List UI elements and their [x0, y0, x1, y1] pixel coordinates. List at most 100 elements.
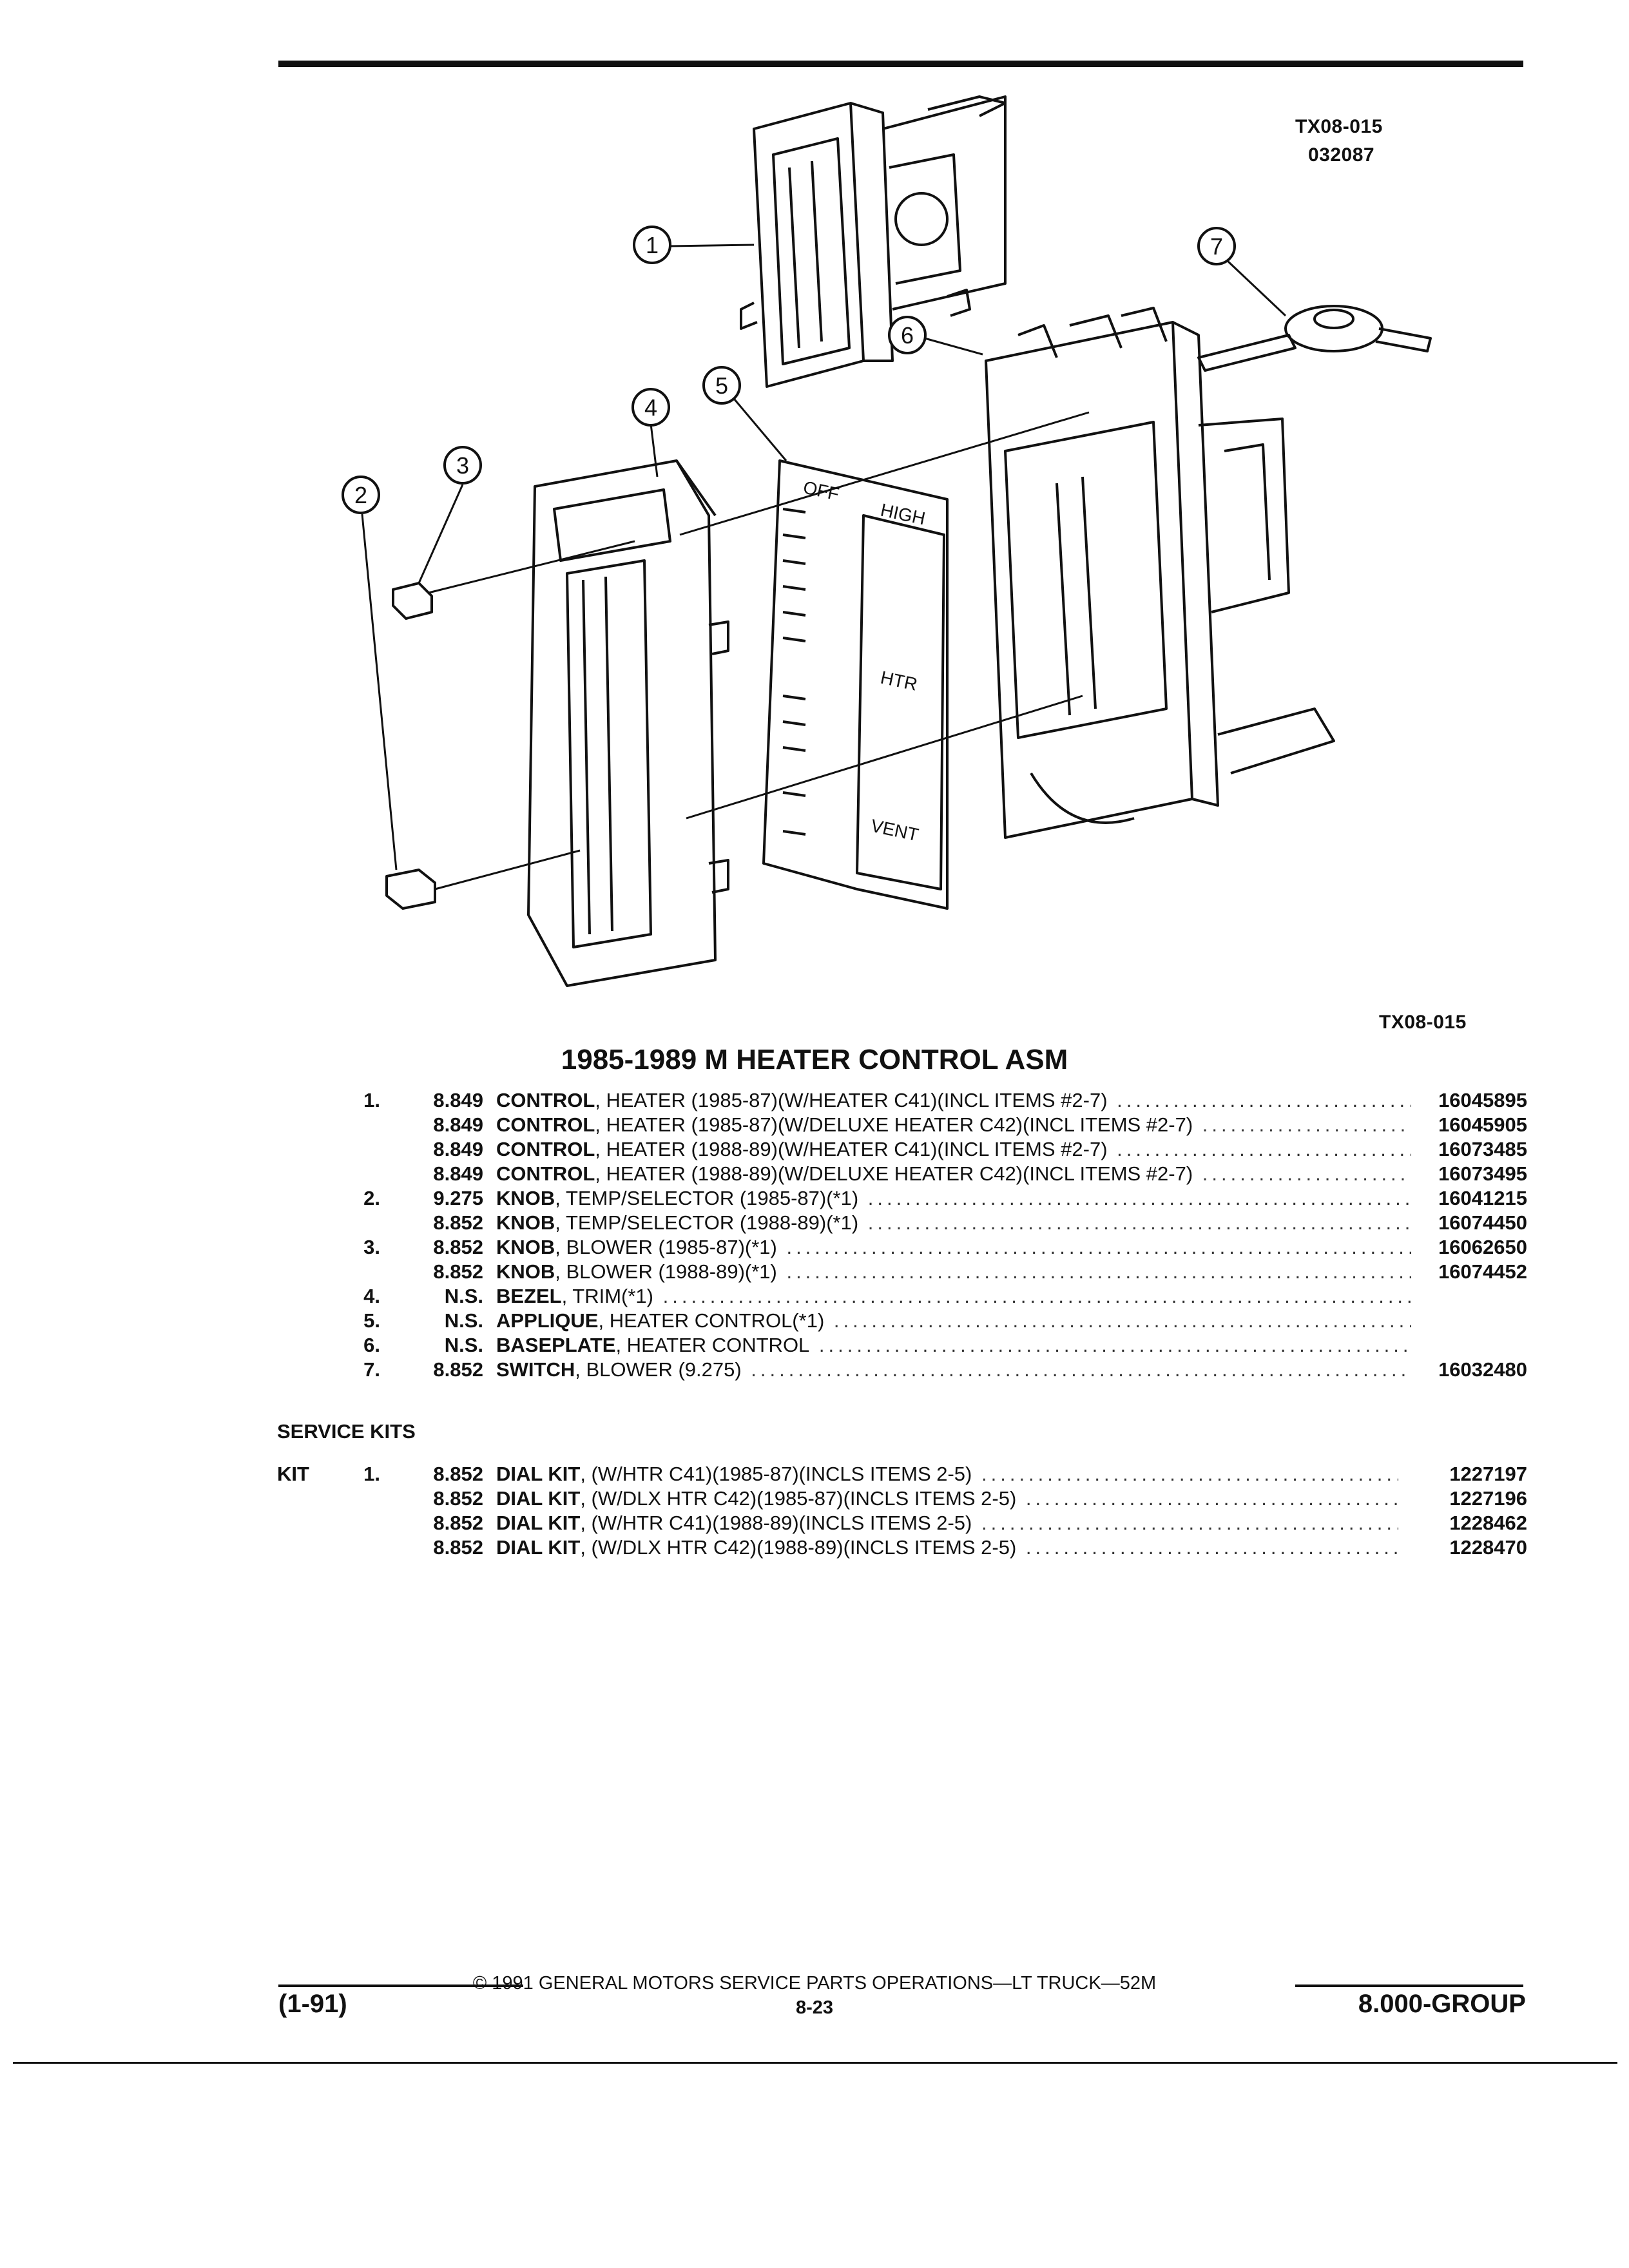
- part-detail: , HEATER (1985-87)(W/HEATER C41)(INCL IT…: [595, 1089, 1108, 1111]
- item-number: 4.: [363, 1285, 380, 1307]
- footer-rule-left: [278, 1984, 523, 1987]
- leader-dots: ........................................…: [662, 1285, 1411, 1307]
- part-detail: , BLOWER (1988-89)(*1): [555, 1260, 777, 1283]
- part-detail: , (W/DLX HTR C42)(1988-89)(INCLS ITEMS 2…: [580, 1536, 1017, 1559]
- part-name: KNOB: [496, 1260, 555, 1283]
- part-detail: , HEATER (1988-89)(W/DELUXE HEATER C42)(…: [595, 1162, 1193, 1185]
- group-number: 8.852: [433, 1463, 483, 1485]
- part-name: BEZEL: [496, 1285, 562, 1307]
- leader-dots: ........................................…: [981, 1512, 1398, 1534]
- part-description: KNOB, TEMP/SELECTOR (1988-89)(*1) ......…: [496, 1211, 1411, 1235]
- part-row: 1. 8.849 CONTROL, HEATER (1985-87)(W/HEATE…: [348, 1089, 1527, 1113]
- part-number: 16073495: [1438, 1162, 1527, 1185]
- group-number: N.S.: [444, 1309, 483, 1332]
- group-number: 8.852: [433, 1536, 483, 1559]
- figure-code-date: 032087: [1308, 144, 1375, 166]
- group-number: 8.849: [433, 1089, 483, 1111]
- part-detail: , BLOWER (1985-87)(*1): [555, 1236, 777, 1258]
- service-kit-row: 8.852 DIAL KIT, (W/HTR C41)(1988-89)(INCL…: [277, 1512, 1527, 1536]
- part-detail: , HEATER (1988-89)(W/HEATER C41)(INCL IT…: [595, 1138, 1108, 1160]
- part-detail: , HEATER CONTROL: [615, 1334, 810, 1356]
- leader-dots: ........................................…: [867, 1187, 1411, 1209]
- part-name: DIAL KIT: [496, 1512, 581, 1534]
- part-detail: , (W/HTR C41)(1988-89)(INCLS ITEMS 2-5): [580, 1512, 972, 1534]
- item-number: 2.: [363, 1187, 380, 1209]
- part-detail: , (W/HTR C41)(1985-87)(INCLS ITEMS 2-5): [580, 1463, 972, 1485]
- item-number: 1.: [363, 1089, 380, 1111]
- part-number: 16073485: [1438, 1138, 1527, 1160]
- part-row: 6.N.S.BASEPLATE, HEATER CONTROL ........…: [348, 1334, 1527, 1358]
- top-rule: [278, 61, 1523, 67]
- part-detail: , HEATER (1985-87)(W/DELUXE HEATER C42)(…: [595, 1113, 1193, 1136]
- footer-date: (1-91): [278, 1990, 347, 2018]
- service-kit-row: 8.852 DIAL KIT, (W/DLX HTR C42)(1985-87)(…: [277, 1487, 1527, 1512]
- part-number: 1228462: [1449, 1512, 1527, 1534]
- leader-dots: ........................................…: [751, 1358, 1411, 1381]
- group-number: 8.849: [433, 1162, 483, 1185]
- callout-6: 6: [901, 322, 914, 349]
- part-name: DIAL KIT: [496, 1536, 581, 1559]
- part-name: KNOB: [496, 1187, 555, 1209]
- item-number: 1.: [363, 1463, 380, 1485]
- group-number: 8.852: [433, 1512, 483, 1534]
- group-number: 8.852: [433, 1211, 483, 1234]
- exploded-diagram: 1 6 7 5 4 3 2 OFF HIGH HTR VENT: [342, 95, 1432, 987]
- part-name: CONTROL: [496, 1138, 595, 1160]
- part-name: CONTROL: [496, 1162, 595, 1185]
- control-assembly-drawing: [740, 95, 1007, 388]
- part-number: 1227196: [1449, 1487, 1527, 1510]
- group-number: 9.275: [433, 1187, 483, 1209]
- footer-rule-right: [1295, 1984, 1523, 1987]
- kit-label: KIT: [277, 1463, 309, 1485]
- part-name: SWITCH: [496, 1358, 575, 1381]
- part-description: BEZEL, TRIM(*1) ........................…: [496, 1285, 1411, 1308]
- item-number: 6.: [363, 1334, 380, 1356]
- service-kit-row: 8.852 DIAL KIT, (W/DLX HTR C42)(1988-89)(…: [277, 1536, 1527, 1561]
- part-row: 3. 8.852 KNOB, BLOWER (1985-87)(*1) ......…: [348, 1236, 1527, 1260]
- part-number: 16074452: [1438, 1260, 1527, 1283]
- callout-5: 5: [715, 372, 728, 399]
- leader-dots: ........................................…: [818, 1334, 1411, 1356]
- part-number: 1228470: [1449, 1536, 1527, 1559]
- part-description: BASEPLATE, HEATER CONTROL ..............…: [496, 1334, 1411, 1357]
- leader-dots: ........................................…: [786, 1236, 1411, 1258]
- item-number: 7.: [363, 1358, 380, 1381]
- leader-dots: ........................................…: [833, 1309, 1411, 1332]
- group-number: 8.852: [433, 1236, 483, 1258]
- service-kit-row: KIT 1. 8.852 DIAL KIT, (W/HTR C41)(1985-87)…: [277, 1463, 1527, 1487]
- part-number: 1227197: [1449, 1463, 1527, 1485]
- part-detail: , BLOWER (9.275): [575, 1358, 742, 1381]
- part-description: DIAL KIT, (W/HTR C41)(1985-87)(INCLS ITE…: [496, 1463, 1398, 1486]
- part-name: CONTROL: [496, 1113, 595, 1136]
- blower-knob-drawing: [392, 582, 433, 620]
- part-description: KNOB, BLOWER (1988-89)(*1) .............…: [496, 1260, 1411, 1283]
- part-description: CONTROL, HEATER (1985-87)(W/HEATER C41)(…: [496, 1089, 1411, 1112]
- part-row: 8.849 CONTROL, HEATER (1988-89)(W/DELUXE …: [348, 1162, 1527, 1187]
- callout-2: 2: [354, 482, 367, 508]
- leader-dots: ........................................…: [1025, 1536, 1398, 1559]
- part-name: KNOB: [496, 1211, 555, 1234]
- part-description: CONTROL, HEATER (1988-89)(W/HEATER C41)(…: [496, 1138, 1411, 1161]
- callout-1: 1: [646, 232, 659, 258]
- part-row: 8.852 KNOB, TEMP/SELECTOR (1988-89)(*1) .…: [348, 1211, 1527, 1236]
- footer-copyright: © 1991 GENERAL MOTORS SERVICE PARTS OPER…: [472, 1973, 1157, 1994]
- leader-dots: ........................................…: [867, 1211, 1411, 1234]
- part-description: SWITCH, BLOWER (9.275) .................…: [496, 1358, 1411, 1381]
- figure-code-bottom: TX08-015: [1379, 1012, 1467, 1033]
- group-number: 8.852: [433, 1487, 483, 1510]
- part-number: 16045905: [1438, 1113, 1527, 1136]
- group-number: 8.852: [433, 1358, 483, 1381]
- part-description: KNOB, BLOWER (1985-87)(*1) .............…: [496, 1236, 1411, 1259]
- part-name: APPLIQUE: [496, 1309, 599, 1332]
- baseplate-drawing: [985, 307, 1335, 839]
- item-number: 3.: [363, 1236, 380, 1258]
- group-number: 8.849: [433, 1138, 483, 1160]
- leader-dots: ........................................…: [1117, 1089, 1411, 1111]
- part-description: DIAL KIT, (W/DLX HTR C42)(1985-87)(INCLS…: [496, 1487, 1398, 1510]
- part-detail: , (W/DLX HTR C42)(1985-87)(INCLS ITEMS 2…: [580, 1487, 1017, 1510]
